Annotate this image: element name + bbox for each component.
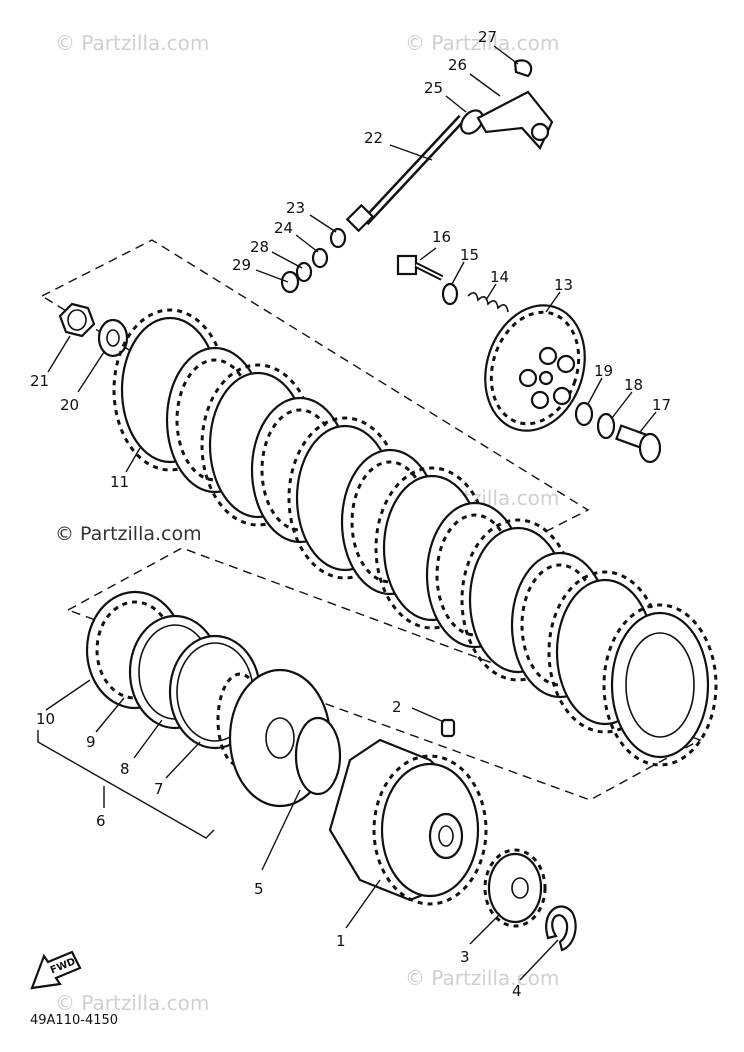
callout-16: 16 xyxy=(432,228,451,246)
clutch-spring-14 xyxy=(467,292,509,313)
callout-22: 22 xyxy=(364,129,383,147)
leader-lines xyxy=(37,45,657,981)
pressure-plate xyxy=(484,304,586,432)
watermark: © Partzilla.com xyxy=(405,31,559,55)
callout-labels: 27 26 25 22 23 24 28 29 16 15 14 13 19 1… xyxy=(30,28,671,1000)
watermark: © Partzilla.com xyxy=(55,991,209,1015)
callout-15: 15 xyxy=(460,246,479,264)
callout-11: 11 xyxy=(110,473,129,491)
push-lever-assembly xyxy=(345,59,554,233)
collar-2 xyxy=(440,718,456,738)
callout-5: 5 xyxy=(254,880,264,898)
drive-gear-3 xyxy=(483,848,547,928)
callout-18: 18 xyxy=(624,376,643,394)
callout-27: 27 xyxy=(478,28,497,46)
washer-15 xyxy=(441,282,459,306)
clutch-plate-stack xyxy=(112,308,718,767)
callout-10: 10 xyxy=(36,710,55,728)
callout-20: 20 xyxy=(60,396,79,414)
callout-6: 6 xyxy=(96,812,106,830)
callout-26: 26 xyxy=(448,56,467,74)
callout-13: 13 xyxy=(554,276,573,294)
callout-9: 9 xyxy=(86,733,96,751)
callout-8: 8 xyxy=(120,760,130,778)
push-plug-17 xyxy=(615,424,662,464)
callout-23: 23 xyxy=(286,199,305,217)
callout-3: 3 xyxy=(460,948,470,966)
callout-25: 25 xyxy=(424,79,443,97)
pressure-plate-bolt xyxy=(396,254,444,281)
watermark: © Partzilla.com xyxy=(55,523,202,545)
diagram-code: 49A110-4150 xyxy=(30,1013,118,1028)
callout-4: 4 xyxy=(512,982,522,1000)
locknut-21 xyxy=(58,302,96,338)
watermark: © Partzilla.com xyxy=(405,966,559,990)
callout-28: 28 xyxy=(250,238,269,256)
clutch-housing xyxy=(328,738,488,906)
circlip-4 xyxy=(545,905,577,952)
callout-1: 1 xyxy=(336,932,346,950)
callout-19: 19 xyxy=(594,362,613,380)
boss-group-box xyxy=(66,547,702,801)
forward-arrow-icon: FWD xyxy=(30,950,82,990)
bearing-18 xyxy=(596,412,616,440)
callout-24: 24 xyxy=(274,219,293,237)
callout-21: 21 xyxy=(30,372,49,390)
callout-17: 17 xyxy=(652,396,671,414)
lock-washer-20 xyxy=(97,318,129,358)
callout-29: 29 xyxy=(232,256,251,274)
callout-7: 7 xyxy=(154,780,164,798)
callout-2: 2 xyxy=(392,698,402,716)
washer-19 xyxy=(574,401,594,427)
small-washers-23-29 xyxy=(280,227,347,294)
clutch-boss xyxy=(216,668,342,808)
watermark: © Partzilla.com xyxy=(55,31,209,55)
callout-14: 14 xyxy=(490,268,509,286)
